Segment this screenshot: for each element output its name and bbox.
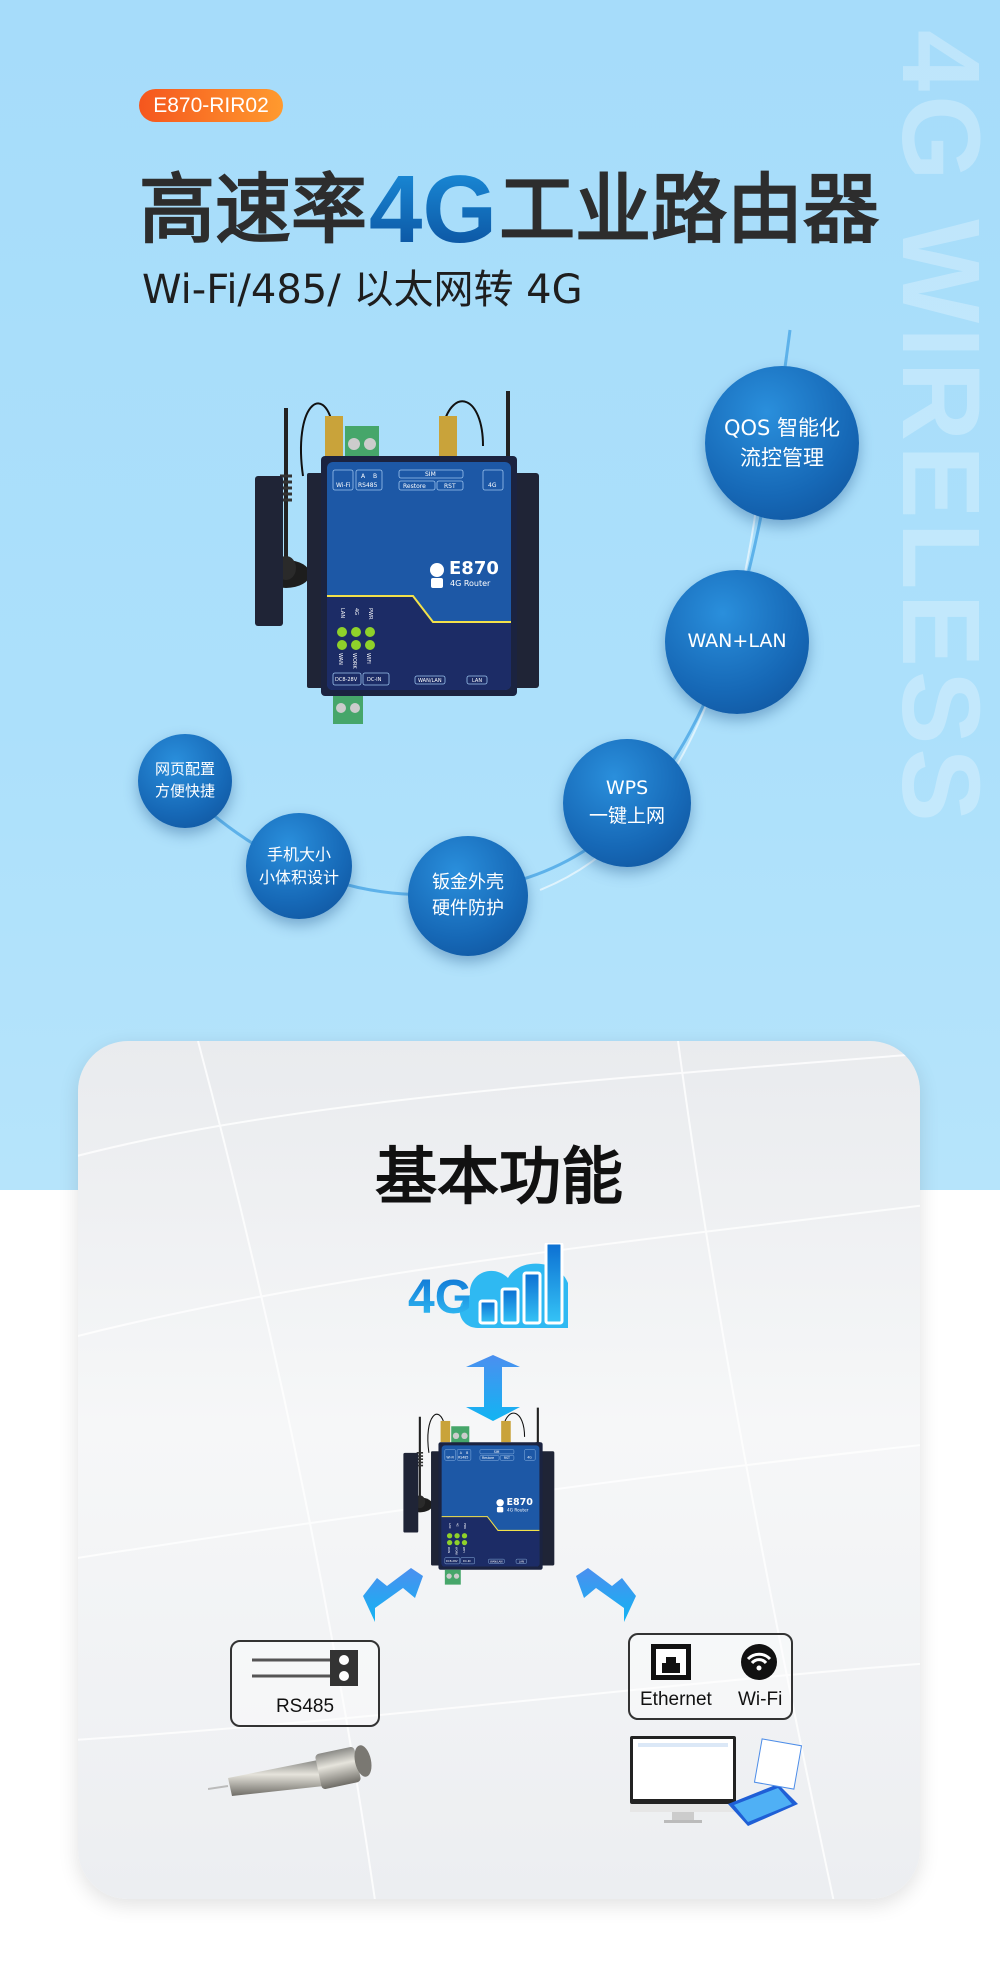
svg-text:DC-IN: DC-IN	[367, 677, 382, 683]
svg-text:SIM: SIM	[494, 1450, 500, 1454]
svg-text:WAN: WAN	[337, 653, 343, 665]
ethernet-wifi-interface-box: Ethernet Wi-Fi	[628, 1633, 793, 1720]
svg-text:WIFI: WIFI	[365, 653, 371, 664]
svg-text:E870: E870	[449, 558, 499, 579]
svg-text:WIFI: WIFI	[462, 1547, 466, 1553]
svg-text:RS485: RS485	[358, 482, 378, 489]
4g-cloud-signal-icon: 4G	[408, 1243, 568, 1328]
svg-text:4G: 4G	[353, 608, 359, 615]
svg-text:WAN/LAN: WAN/LAN	[490, 1559, 502, 1563]
svg-text:4G Router: 4G Router	[450, 579, 491, 588]
svg-text:PWR: PWR	[367, 608, 373, 620]
svg-text:Wi-Fi: Wi-Fi	[336, 482, 351, 489]
rs485-label: RS485	[275, 1696, 335, 1717]
ethernet-label: Ethernet	[640, 1689, 712, 1710]
svg-text:4G: 4G	[488, 482, 497, 489]
status-leds	[337, 627, 375, 650]
robot-logo-icon	[430, 563, 444, 588]
model-badge: E870-RIR02	[139, 89, 283, 122]
svg-text:SIM: SIM	[425, 471, 436, 478]
sensor-probe-image	[208, 1745, 372, 1796]
robot-logo-icon	[496, 1499, 504, 1513]
wifi-icon	[741, 1644, 777, 1680]
svg-text:WORK: WORK	[351, 653, 357, 669]
svg-text:B: B	[373, 473, 377, 480]
subtitle: Wi-Fi/485/ 以太网转 4G	[142, 267, 583, 313]
background-curves	[78, 1041, 920, 1899]
svg-text:WORK: WORK	[454, 1547, 458, 1556]
svg-text:LAN: LAN	[472, 678, 482, 684]
svg-text:WAN/LAN: WAN/LAN	[418, 678, 442, 684]
svg-text:A: A	[460, 1451, 463, 1455]
ethernet-port-icon	[651, 1644, 691, 1680]
arrow-left-icon	[363, 1568, 423, 1622]
section-title: 基本功能	[374, 1140, 623, 1213]
svg-text:RST: RST	[444, 483, 456, 490]
wifi-label: Wi-Fi	[738, 1689, 783, 1710]
page-title: 高速率4G工业路由器	[139, 156, 880, 263]
svg-text:DC-IN: DC-IN	[463, 1559, 471, 1563]
title-highlight: 4G	[369, 156, 498, 263]
svg-text:RS485: RS485	[458, 1456, 468, 1460]
feature-metal-case: 钣金外壳硬件防护	[408, 836, 528, 956]
svg-text:DC8-28V: DC8-28V	[335, 677, 358, 683]
svg-text:4G: 4G	[527, 1456, 532, 1460]
svg-text:LAN: LAN	[448, 1523, 452, 1528]
svg-text:LAN: LAN	[339, 608, 345, 618]
computer-and-phone-image	[630, 1736, 803, 1826]
feature-web-config: 网页配置方便快捷	[138, 734, 232, 828]
feature-compact: 手机大小小体积设计	[246, 813, 352, 919]
arrow-up-down-icon	[466, 1355, 520, 1421]
rs485-connector-icon	[252, 1650, 358, 1686]
svg-text:RST: RST	[504, 1456, 510, 1460]
svg-text:A: A	[361, 473, 366, 480]
svg-text:Restore: Restore	[403, 483, 426, 490]
svg-text:LAN: LAN	[519, 1559, 524, 1563]
svg-text:4G: 4G	[456, 1523, 460, 1527]
feature-wan-lan: WAN+LAN	[665, 570, 809, 714]
rs485-interface-box: RS485	[230, 1640, 380, 1727]
svg-text:4G Router: 4G Router	[507, 1507, 529, 1513]
svg-text:E870: E870	[506, 1497, 533, 1508]
svg-text:PWR: PWR	[463, 1523, 467, 1529]
svg-text:WAN: WAN	[447, 1547, 451, 1553]
svg-text:B: B	[466, 1451, 468, 1455]
svg-text:4G: 4G	[408, 1271, 472, 1324]
svg-text:Restore: Restore	[482, 1456, 494, 1460]
arrow-right-icon	[576, 1568, 636, 1622]
feature-qos: QOS 智能化流控管理	[705, 366, 859, 520]
svg-text:Wi-Fi: Wi-Fi	[446, 1456, 454, 1460]
svg-text:DC8-28V: DC8-28V	[446, 1559, 458, 1563]
status-leds	[446, 1533, 468, 1546]
